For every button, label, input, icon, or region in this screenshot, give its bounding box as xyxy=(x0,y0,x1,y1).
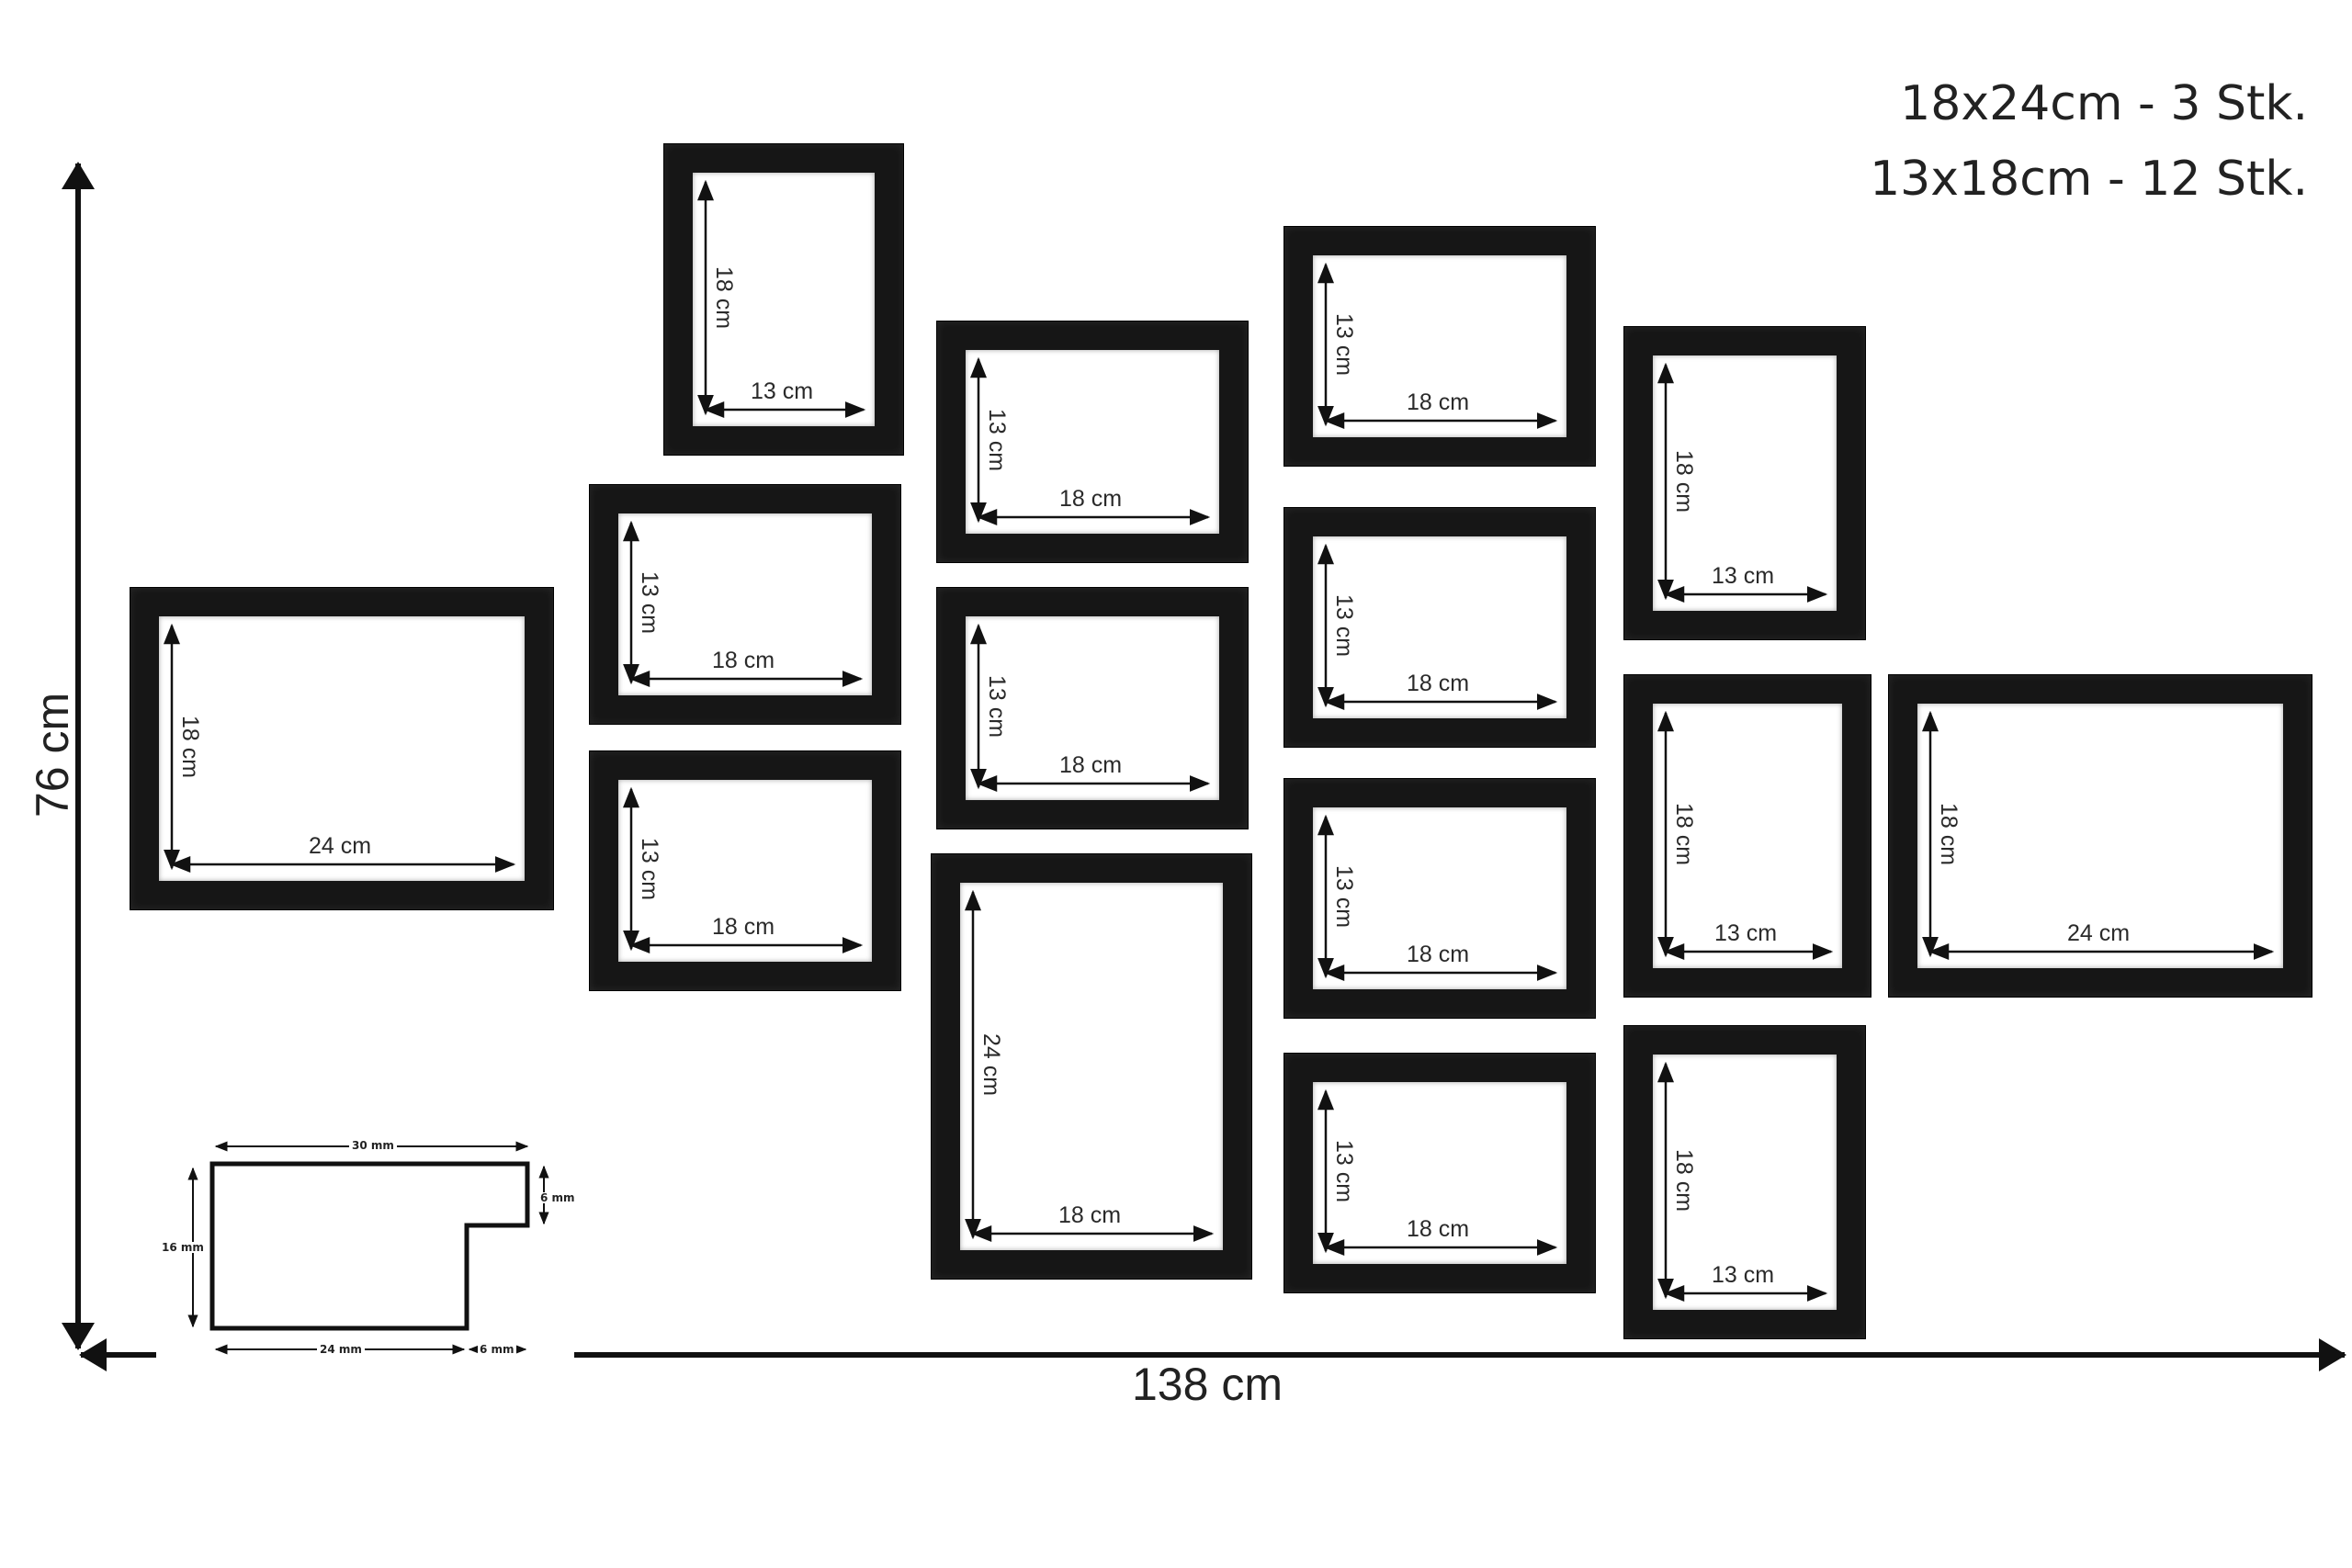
profile-left-label: 16 mm xyxy=(162,1241,204,1254)
frame-dimension-arrows xyxy=(1317,1089,1558,1256)
frame-width-label: 13 cm xyxy=(751,378,814,404)
frame-dimension-arrows xyxy=(164,623,516,873)
profile-bottom-left-label: 24 mm xyxy=(317,1344,365,1355)
frame-width-label: 18 cm xyxy=(712,648,775,673)
legend-line-18x24: 18x24cm - 3 Stk. xyxy=(1900,76,2308,131)
frame-width-label: 13 cm xyxy=(1712,1262,1775,1288)
frame-width-label: 13 cm xyxy=(1714,920,1778,946)
frame-dimension-arrows xyxy=(1657,362,1828,603)
overall-width-label: 138 cm xyxy=(1132,1359,1283,1410)
profile-top-label: 30 mm xyxy=(349,1140,397,1151)
frame-dimension-arrows xyxy=(1317,814,1558,981)
frame-width-label: 24 cm xyxy=(309,833,372,859)
frame-width-label: 18 cm xyxy=(712,914,775,940)
frame-dimension-arrows xyxy=(697,179,866,418)
frame-dimension-arrows xyxy=(970,623,1211,792)
profile-bottom-right-label: 6 mm xyxy=(478,1343,516,1356)
frame-dimension-arrows xyxy=(970,356,1211,525)
frame-dimension-arrows xyxy=(1317,262,1558,429)
profile-right-label: 6 mm xyxy=(540,1191,575,1204)
frame-dimension-arrows xyxy=(1657,710,1834,960)
frame-dimension-arrows xyxy=(1317,543,1558,710)
frame-dimension-arrows xyxy=(1657,1061,1828,1302)
frame-width-label: 24 cm xyxy=(2067,920,2131,946)
frame-width-label: 18 cm xyxy=(1407,1216,1470,1242)
legend: 18x24cm - 3 Stk. 13x18cm - 12 Stk. xyxy=(1870,66,2308,217)
legend-line-13x18: 13x18cm - 12 Stk. xyxy=(1870,152,2308,207)
frame-dimension-arrows xyxy=(623,786,864,953)
frame-dimension-arrows xyxy=(623,520,864,687)
frame-width-label: 18 cm xyxy=(1059,752,1123,778)
frame-width-label: 13 cm xyxy=(1712,563,1775,589)
frame-dimension-arrows xyxy=(1922,710,2275,960)
frame-dimension-arrows xyxy=(965,889,1215,1242)
frame-width-label: 18 cm xyxy=(1059,486,1123,512)
frame-width-label: 18 cm xyxy=(1407,942,1470,967)
frame-width-label: 18 cm xyxy=(1407,389,1470,415)
frame-width-label: 18 cm xyxy=(1407,671,1470,696)
frame-width-label: 18 cm xyxy=(1058,1202,1122,1228)
